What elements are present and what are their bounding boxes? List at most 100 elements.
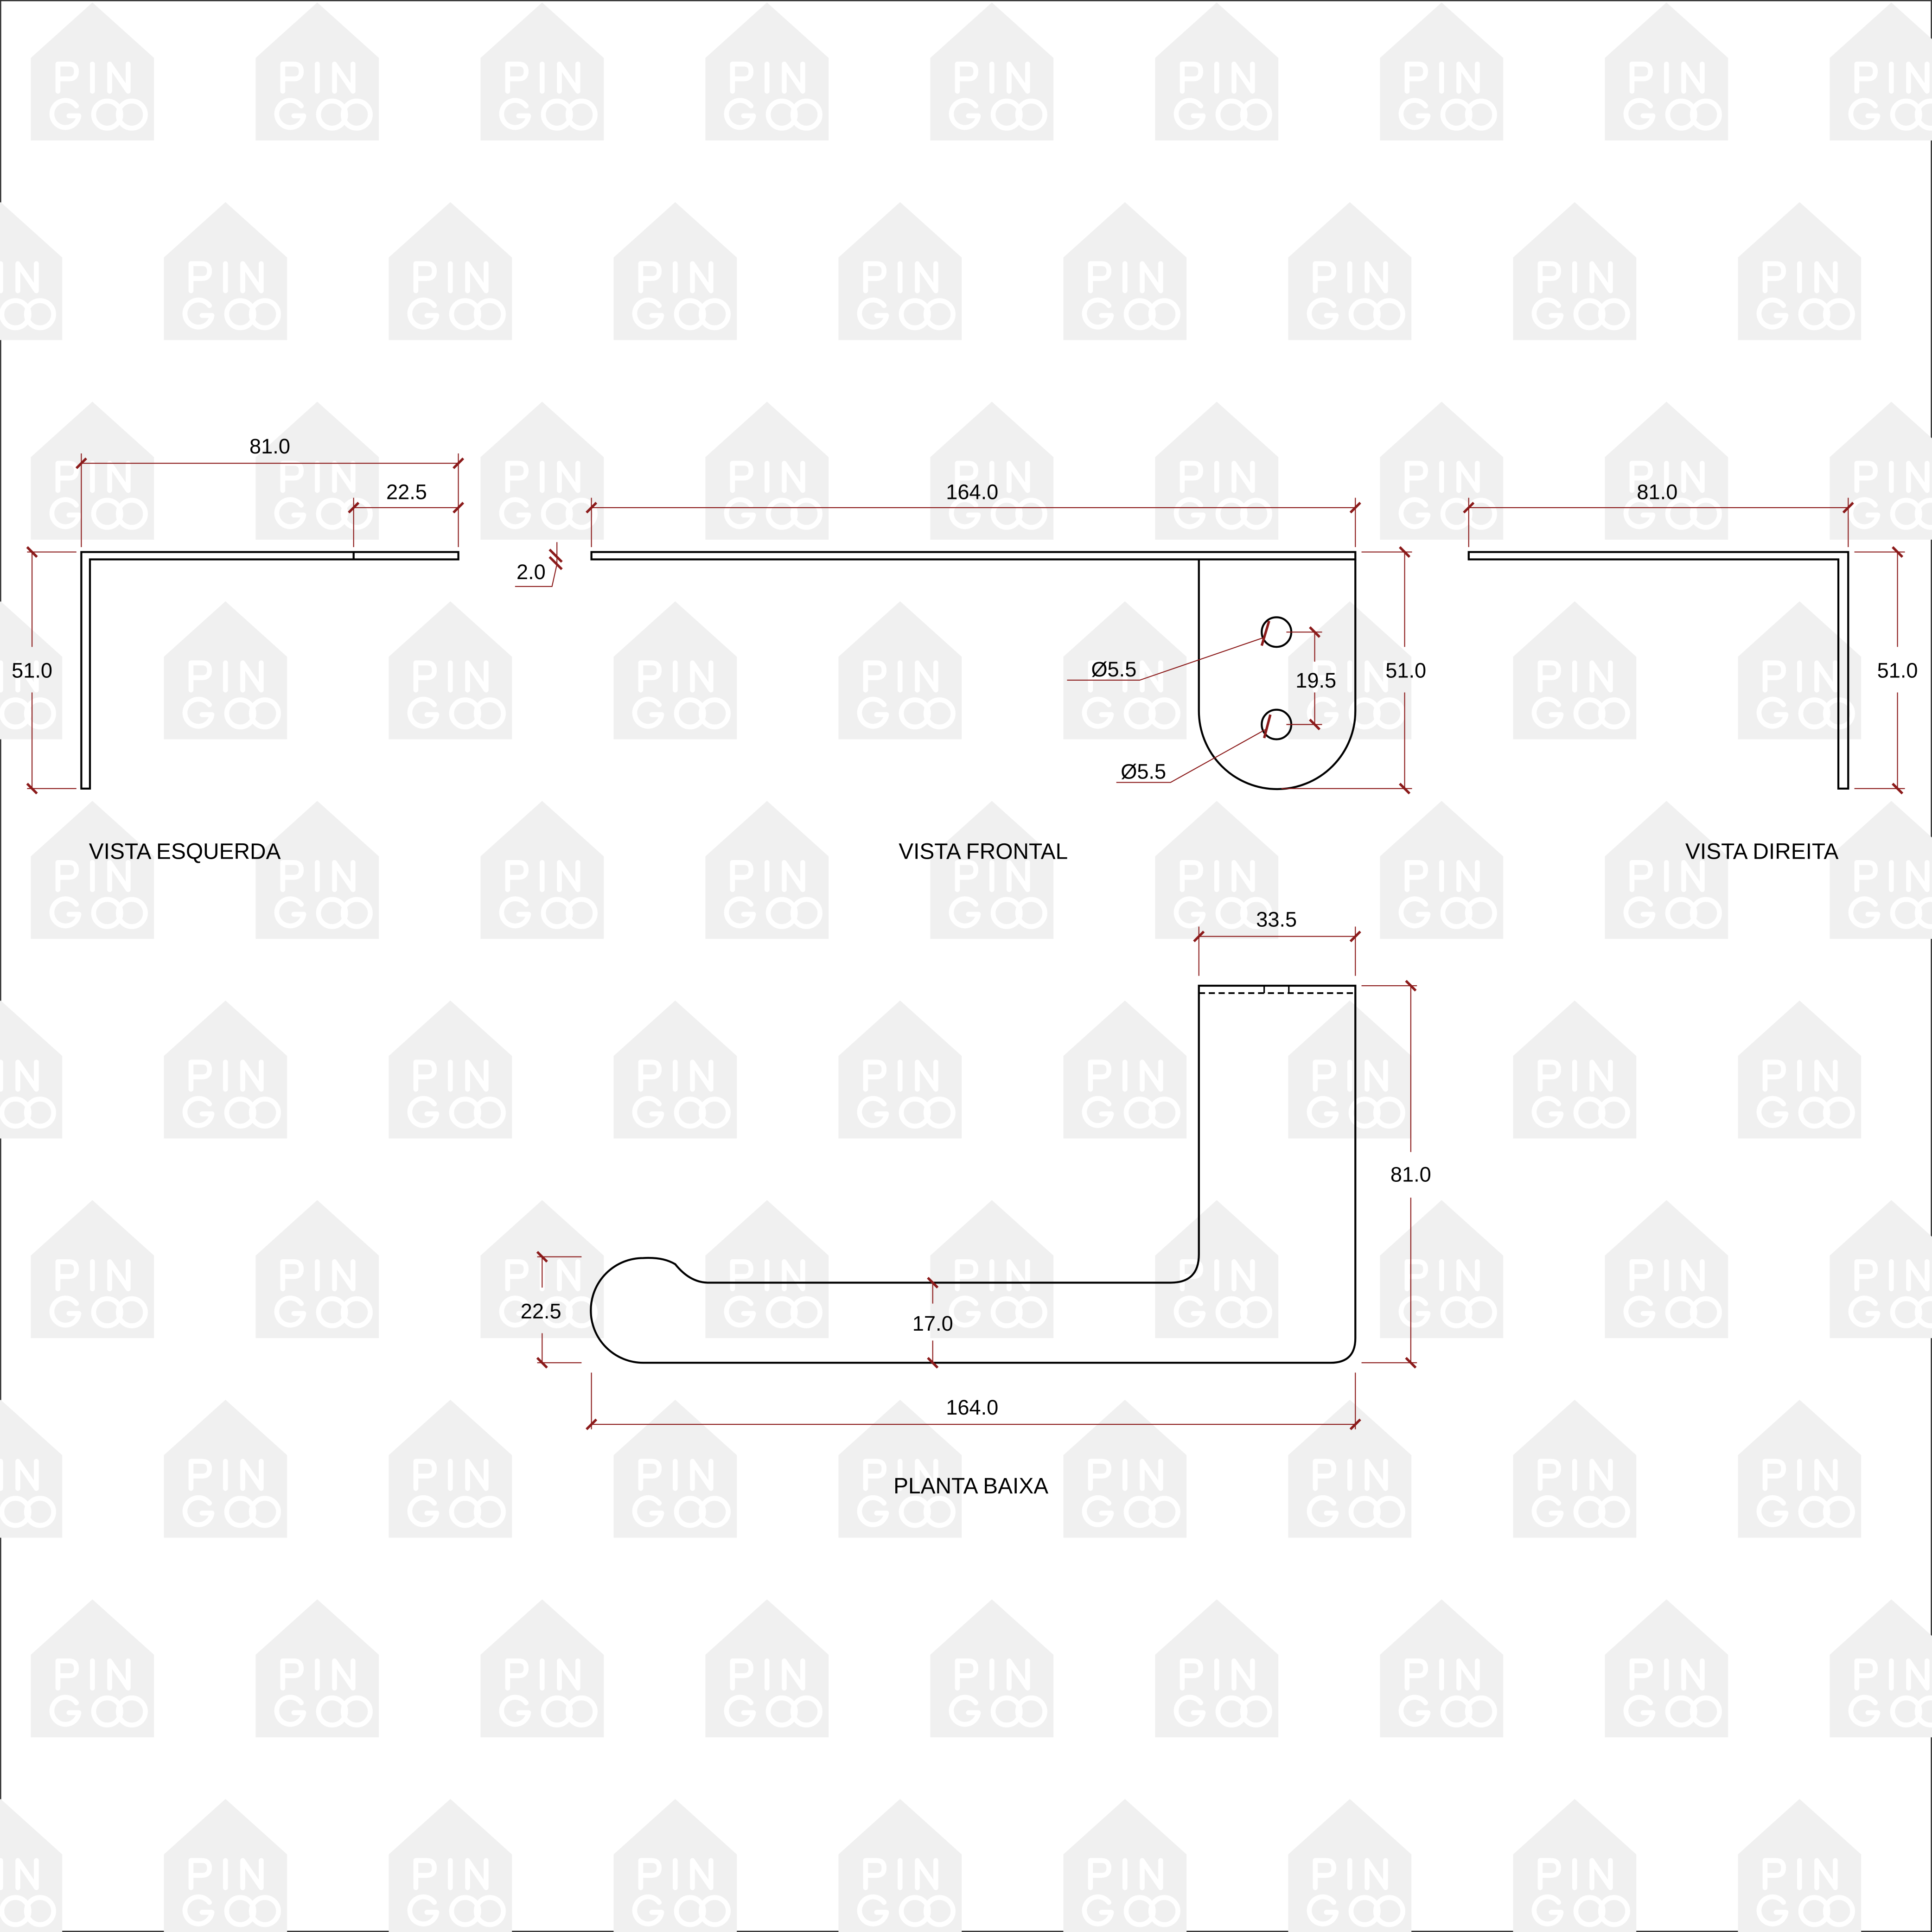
watermark-logo-lettering (0, 1459, 56, 1528)
watermark-tile (613, 1798, 737, 1932)
watermark-logo-lettering (1531, 660, 1630, 730)
watermark-logo-lettering (274, 1658, 373, 1728)
watermark-logo-lettering (632, 1858, 731, 1927)
front-view: 164.0 2.0 51.0 19.5 Ø5.5 Ø5.5 VISTA FRON… (515, 480, 1426, 864)
watermark-tile (838, 202, 962, 340)
watermark-tile (1738, 1798, 1862, 1932)
watermark-tile (930, 1200, 1054, 1339)
view-title: VISTA DIREITA (1685, 839, 1839, 864)
watermark-tile (389, 1000, 512, 1139)
watermark-logo-lettering (1398, 860, 1497, 929)
watermark-tile (31, 801, 154, 939)
watermark-tile (389, 202, 512, 340)
watermark-tile (1513, 601, 1637, 740)
watermark-tile (1155, 1200, 1279, 1339)
watermark-tile (389, 1399, 512, 1538)
watermark-tile (1288, 1798, 1412, 1932)
view-title: PLANTA BAIXA (893, 1474, 1048, 1498)
watermark-tile (389, 601, 512, 740)
watermark-tile (1155, 402, 1279, 540)
watermark-tile (1738, 202, 1862, 340)
watermark-tile (1605, 2, 1728, 140)
watermark-logo-lettering (182, 261, 281, 331)
watermark-logo-lettering (1082, 1059, 1180, 1129)
watermark-tile (613, 601, 737, 740)
watermark-tile (1830, 2, 1932, 140)
watermark-logo-lettering (182, 1059, 281, 1129)
watermark-logo-lettering (407, 1059, 506, 1129)
watermark-logo-lettering (1082, 1459, 1180, 1528)
watermark-tile (389, 1798, 512, 1932)
watermark-logo-lettering (49, 61, 148, 131)
watermark-logo-lettering (49, 460, 148, 530)
watermark-logo-lettering (1531, 1459, 1630, 1528)
watermark-tile (705, 801, 829, 939)
watermark-tile (1380, 2, 1504, 140)
watermark-tile (0, 202, 63, 340)
watermark-tile (1513, 1000, 1637, 1139)
watermark-tile (164, 202, 287, 340)
watermark-tile (613, 1000, 737, 1139)
watermark-logo-lettering (1756, 261, 1855, 331)
watermark-logo-lettering (1307, 660, 1405, 730)
watermark-tile (1738, 1000, 1862, 1139)
watermark-logo-lettering (407, 1858, 506, 1927)
watermark-tile (255, 2, 379, 140)
watermark-logo-lettering (1531, 1059, 1630, 1129)
left-view: 81.0 22.5 51.0 VISTA ESQUERDA (12, 434, 465, 864)
watermark-logo-lettering (1756, 1858, 1855, 1927)
watermark-logo-lettering (1398, 61, 1497, 131)
watermark-logo-lettering (1623, 860, 1722, 929)
watermark-logo-lettering (1848, 61, 1932, 131)
watermark-logo-lettering (1307, 1858, 1405, 1927)
watermark-tile (1288, 202, 1412, 340)
watermark-logo-lettering (857, 1858, 956, 1927)
watermark-tile (930, 402, 1054, 540)
watermark-logo-lettering (0, 1858, 56, 1927)
watermark-tile (164, 1798, 287, 1932)
watermark-logo-lettering (274, 61, 373, 131)
watermark-tile (1513, 1399, 1637, 1538)
watermark-logo-lettering (632, 1459, 731, 1528)
watermark-tile (705, 402, 829, 540)
watermark-logo-lettering (1623, 460, 1722, 530)
watermark-logo-lettering (499, 1658, 598, 1728)
watermark-tile (705, 2, 829, 140)
watermark-logo-lettering (1307, 1459, 1405, 1528)
dim-hole-spacing: 19.5 (1295, 669, 1336, 692)
watermark-tile (480, 402, 604, 540)
watermark-logo-lettering (1173, 1259, 1272, 1328)
watermark-tile (930, 1599, 1054, 1738)
watermark-logo-lettering (49, 1658, 148, 1728)
watermark-logo-lettering (407, 660, 506, 730)
watermark-logo-lettering (724, 61, 823, 131)
watermark-logo-lettering (1756, 1059, 1855, 1129)
watermark-tile (31, 1200, 154, 1339)
watermark-tile (480, 2, 604, 140)
watermark-logo-lettering (274, 860, 373, 929)
watermark-tile (0, 1798, 63, 1932)
watermark-tile (31, 402, 154, 540)
watermark-logo-lettering (632, 1059, 731, 1129)
watermark-logo-lettering (182, 660, 281, 730)
watermark-logo-lettering (407, 261, 506, 331)
watermark-logo-lettering (1173, 61, 1272, 131)
watermark-logo-lettering (1398, 1259, 1497, 1328)
dim-height: 51.0 (12, 659, 52, 682)
watermark-logo-lettering (1398, 460, 1497, 530)
watermark-logo-lettering (0, 660, 56, 730)
watermark-logo-lettering (0, 1059, 56, 1129)
watermark-logo-lettering (1623, 1658, 1722, 1728)
watermark-tile (255, 402, 379, 540)
plan-outline (590, 984, 1357, 1364)
watermark-logo-lettering (274, 460, 373, 530)
watermark-logo-lettering (1173, 460, 1272, 530)
right-view: 81.0 51.0 VISTA DIREITA (1463, 480, 1918, 864)
dim-offset: 22.5 (386, 480, 427, 504)
watermark-logo-lettering (1756, 1459, 1855, 1528)
watermark-logo-lettering (182, 1858, 281, 1927)
watermark-logo-lettering (1531, 261, 1630, 331)
watermark-tile (1605, 1200, 1728, 1339)
view-title: VISTA ESQUERDA (89, 839, 281, 864)
watermark-logo-lettering (1173, 1658, 1272, 1728)
